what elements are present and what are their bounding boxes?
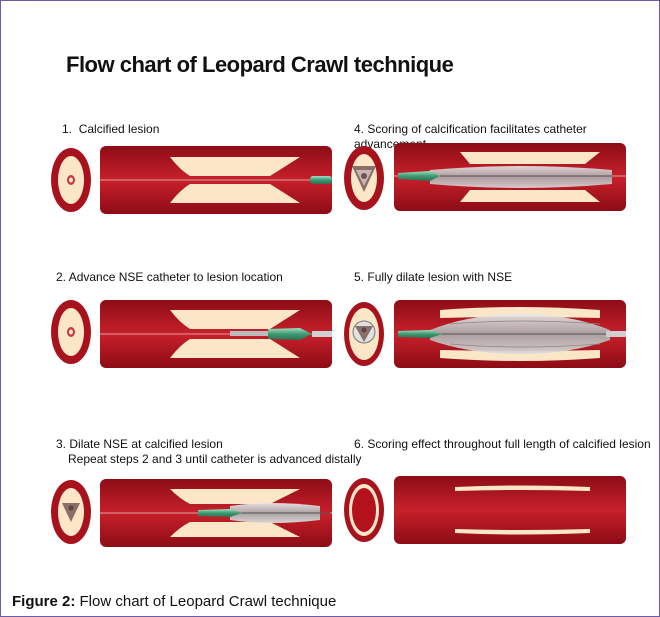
step-5-cross-section	[344, 302, 384, 366]
step-6-vessel	[394, 476, 626, 544]
step-3-vessel	[100, 479, 332, 547]
step-1-vessel	[100, 146, 332, 214]
figure-caption: Figure 2: Flow chart of Leopard Crawl te…	[12, 593, 336, 610]
step-1-cross-section	[51, 148, 91, 212]
step-2-vessel	[100, 300, 332, 368]
step-3-cross-section	[51, 480, 91, 544]
step-4-cross-section	[344, 146, 384, 210]
step-4-vessel	[394, 143, 626, 211]
caption-text: Flow chart of Leopard Crawl technique	[80, 593, 337, 610]
caption-label: Figure 2:	[12, 593, 75, 610]
step-2-cross-section	[51, 300, 91, 364]
step-5-vessel	[394, 300, 626, 368]
step-6-cross-section	[344, 478, 384, 542]
